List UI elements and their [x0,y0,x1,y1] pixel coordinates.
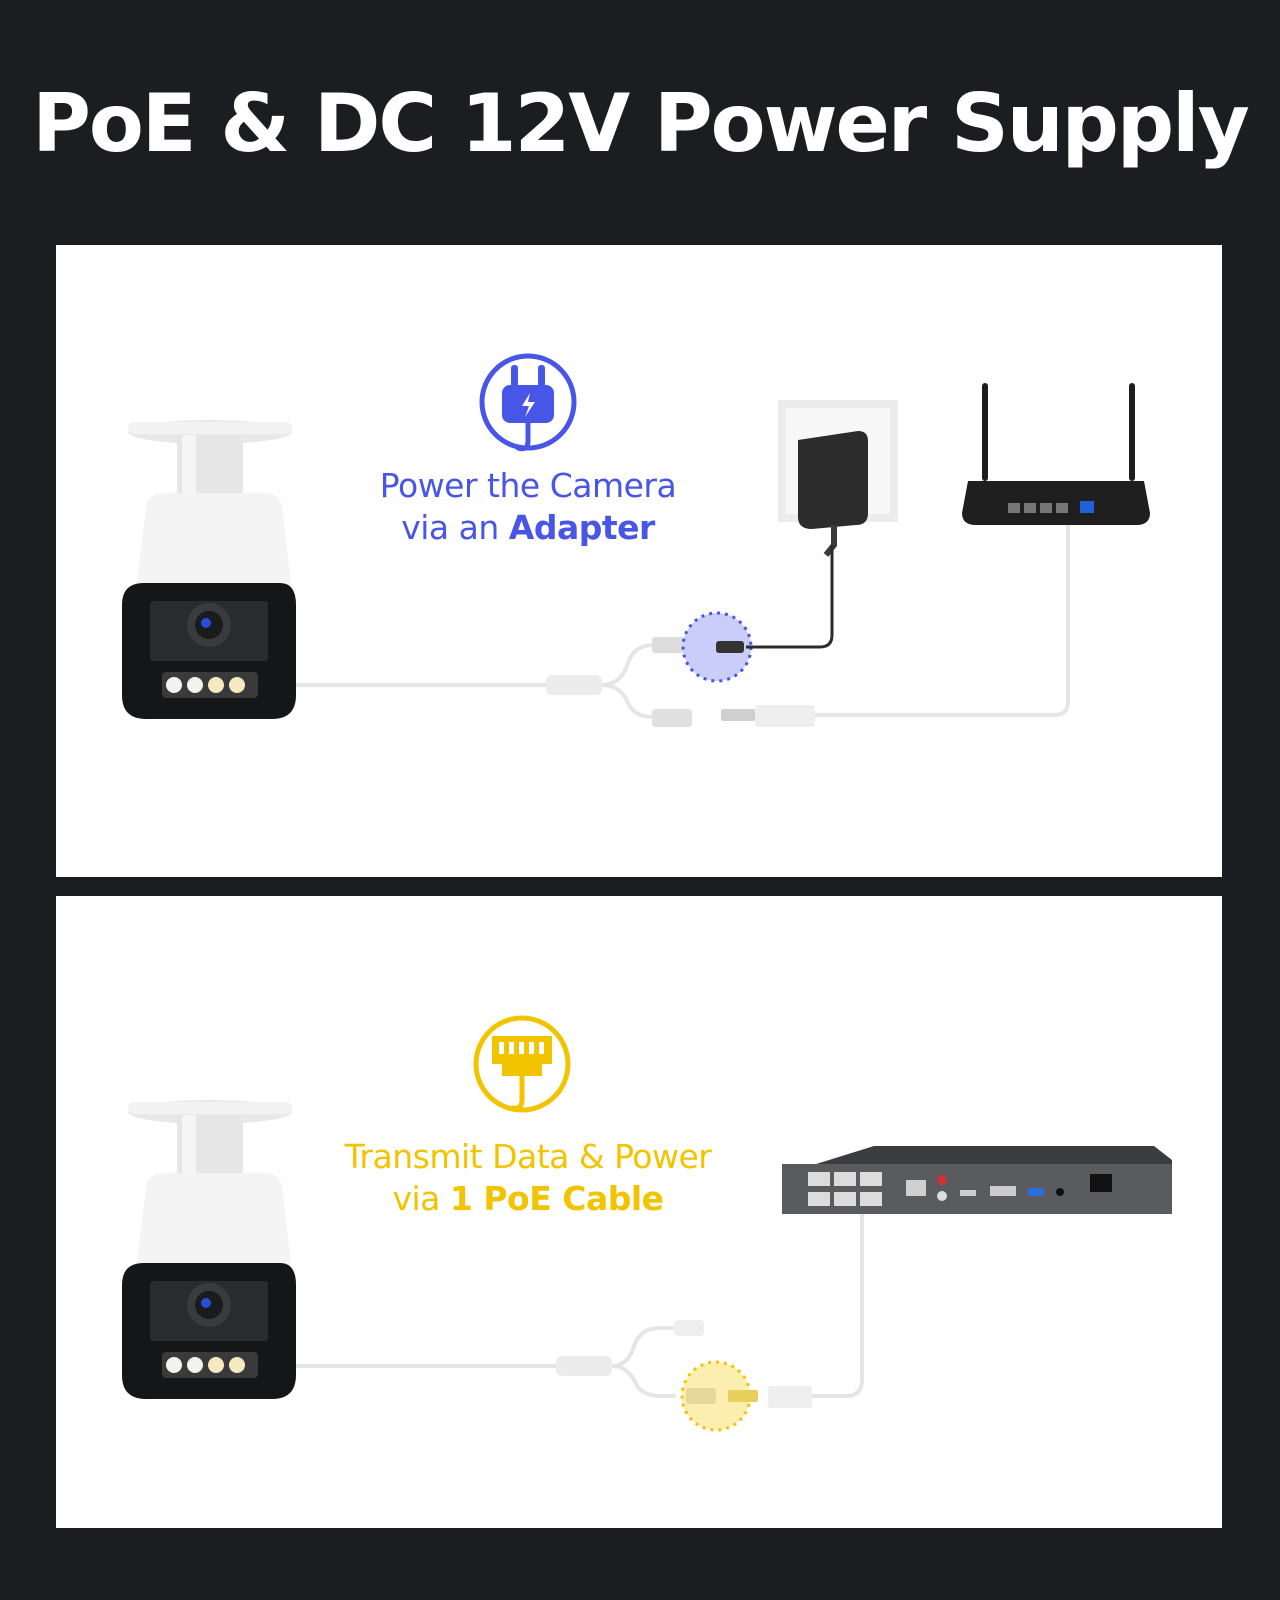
split-cable [296,1184,864,1408]
nvr-recorder [782,1146,1172,1214]
router [962,383,1150,525]
adapter-caption-bold: Adapter [508,508,655,547]
power-adapter [746,400,898,649]
poe-panel: Transmit Data & Power via 1 PoE Cable [56,896,1222,1528]
split-cable [296,515,1070,727]
rj45-highlight [680,1360,758,1432]
poe-caption-bold: 1 PoE Cable [449,1179,664,1218]
adapter-caption-prefix: via an [401,508,509,547]
bullet-camera [122,1100,296,1399]
adapter-caption: Power the Camera via an Adapter [318,465,738,549]
poe-diagram [122,1015,1172,1432]
adapter-diagram [122,353,1150,727]
poe-caption-line1: Transmit Data & Power [344,1137,712,1176]
poe-caption: Transmit Data & Power via 1 PoE Cable [318,1136,738,1220]
bullet-camera [122,420,296,719]
adapter-panel: Power the Camera via an Adapter [56,245,1222,877]
poe-caption-prefix: via [392,1179,450,1218]
adapter-caption-line1: Power the Camera [379,466,677,505]
power-plug-icon [479,353,577,452]
page-title: PoE & DC 12V Power Supply [32,77,1250,170]
dc-jack-highlight [681,611,753,683]
ethernet-plug-icon [473,1015,571,1113]
